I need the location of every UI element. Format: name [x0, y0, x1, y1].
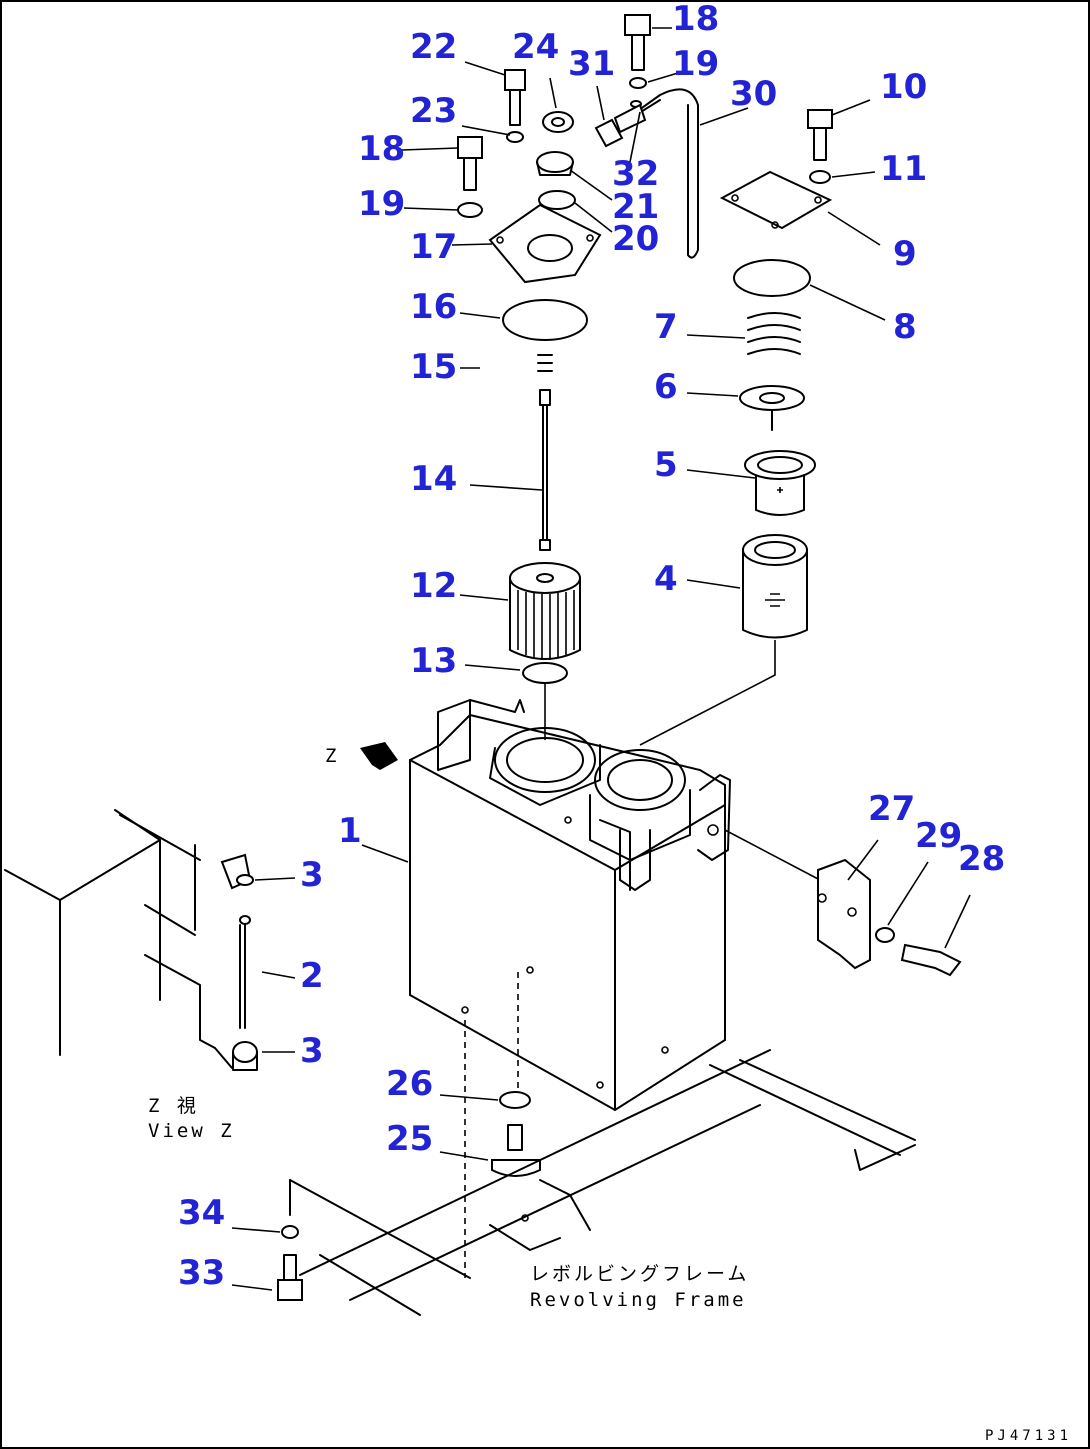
callout-22: 22	[410, 27, 457, 67]
callout-7: 7	[654, 307, 678, 347]
callout-33: 33	[178, 1253, 225, 1293]
callout-3-top: 3	[300, 855, 324, 895]
return-filter-assembly	[639, 109, 833, 746]
leader-lines	[231, 27, 971, 1291]
callout-2: 2	[300, 956, 324, 996]
callout-1: 1	[338, 811, 362, 851]
callout-27: 27	[868, 789, 915, 829]
callout-30: 30	[730, 74, 777, 114]
svg-text:View Z: View Z	[148, 1120, 235, 1142]
callout-32: 32	[612, 154, 659, 194]
callout-29: 29	[915, 816, 962, 856]
callout-16: 16	[410, 287, 457, 327]
drawing-code: PJ47131	[985, 1428, 1072, 1444]
callout-11: 11	[880, 149, 927, 189]
callout-3-bottom: 3	[300, 1031, 324, 1071]
callout-34: 34	[178, 1193, 225, 1233]
callout-26: 26	[386, 1064, 433, 1104]
callout-6: 6	[654, 367, 678, 407]
callout-labels: 22 24 31 18 19 30 10 23 18 19 17 16 15 1…	[178, 0, 1005, 1293]
callout-23: 23	[410, 91, 457, 131]
callout-15: 15	[410, 347, 457, 387]
mounting-bracket	[724, 829, 962, 977]
svg-text:Z: Z	[325, 745, 339, 767]
callout-21: 21	[612, 187, 659, 227]
callout-25: 25	[386, 1119, 433, 1159]
svg-text:レボルビングフレーム: レボルビングフレーム	[530, 1263, 749, 1285]
callout-18-top: 18	[672, 0, 719, 39]
callout-13: 13	[410, 641, 457, 681]
hydraulic-tank	[409, 699, 731, 1112]
view-z-arrow: Z	[325, 742, 398, 770]
callout-9: 9	[893, 234, 917, 274]
callout-28: 28	[958, 839, 1005, 879]
callout-12: 12	[410, 566, 457, 606]
strainer-assembly	[457, 14, 699, 740]
callout-24: 24	[512, 27, 559, 67]
view-z-detail: Z 視 View Z	[4, 809, 258, 1142]
callout-19: 19	[358, 184, 405, 224]
callout-17: 17	[410, 227, 457, 267]
drain-and-frame: レボルビングフレーム Revolving Frame	[277, 972, 916, 1316]
callout-8: 8	[893, 307, 917, 347]
callout-4: 4	[654, 559, 678, 599]
callout-20: 20	[612, 219, 659, 259]
callout-18: 18	[358, 129, 405, 169]
callout-10: 10	[880, 67, 927, 107]
callout-31: 31	[568, 44, 615, 84]
svg-text:Z 視: Z 視	[148, 1095, 199, 1117]
callout-5: 5	[654, 445, 678, 485]
callout-14: 14	[410, 459, 457, 499]
svg-text:Revolving Frame: Revolving Frame	[530, 1289, 747, 1311]
callout-19-top: 19	[672, 44, 719, 84]
